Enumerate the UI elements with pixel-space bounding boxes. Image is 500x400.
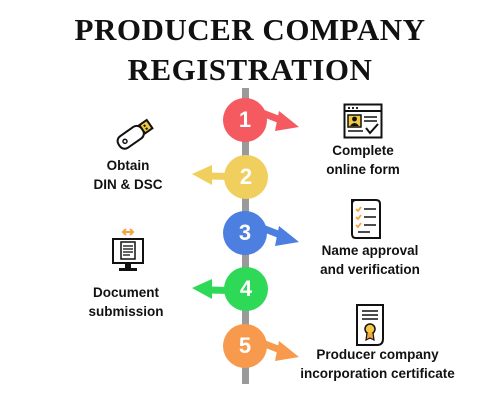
step-3-label-line-2: and verification <box>320 262 420 277</box>
step-5-label: Producer company incorporation certifica… <box>285 345 470 383</box>
step-3-circle: 3 <box>223 211 267 255</box>
step-1-circle: 1 <box>223 98 267 142</box>
step-4-label-line-2: submission <box>88 304 164 319</box>
step-2-label: Obtain DIN & DSC <box>82 156 174 194</box>
title-line-1: PRODUCER COMPANY <box>74 12 426 47</box>
step-5-label-line-1: Producer company <box>316 347 439 362</box>
checklist-icon <box>351 199 381 239</box>
online-form-icon <box>343 103 383 139</box>
step-3-label-line-1: Name approval <box>321 243 419 258</box>
step-5-circle: 5 <box>223 324 267 368</box>
step-1-label-line-2: online form <box>326 162 400 177</box>
step-1-label-line-1: Complete <box>332 143 394 158</box>
usb-token-icon <box>116 118 154 150</box>
step-4-label: Document submission <box>76 283 176 321</box>
step-4-label-line-1: Document <box>92 285 159 300</box>
step-5-label-line-2: incorporation certificate <box>300 366 455 381</box>
step-2-label-line-2: DIN & DSC <box>93 177 163 192</box>
step-2-circle: 2 <box>224 155 268 199</box>
title-line-2: REGISTRATION <box>127 52 373 87</box>
certificate-icon <box>356 304 384 346</box>
document-transfer-icon <box>112 228 144 271</box>
step-2-label-line-1: Obtain <box>106 158 150 173</box>
step-3-label: Name approval and verification <box>305 241 435 279</box>
step-1-label: Complete online form <box>308 141 418 179</box>
step-4-circle: 4 <box>224 267 268 311</box>
